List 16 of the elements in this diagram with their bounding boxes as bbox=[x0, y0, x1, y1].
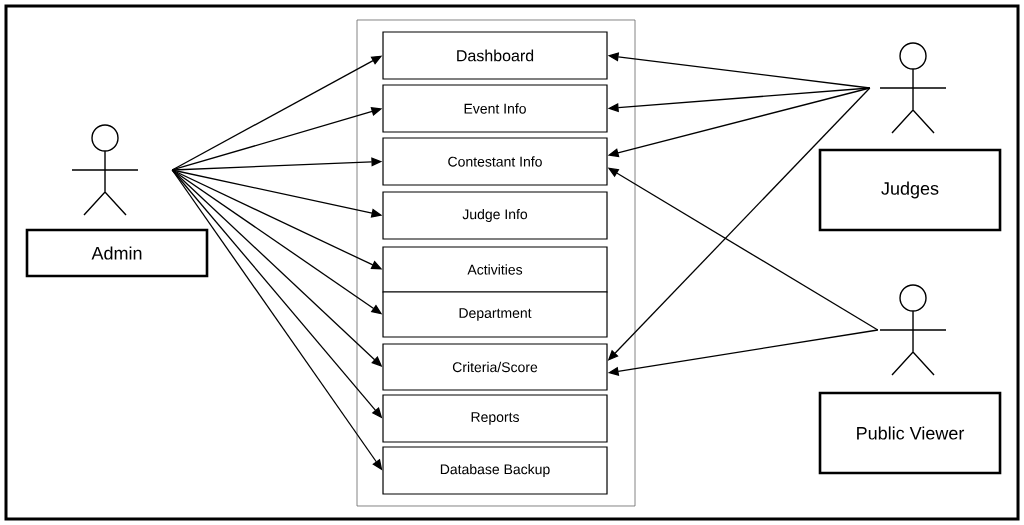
use-case-box: Database Backup bbox=[382, 446, 608, 495]
actor-label-box: Admin bbox=[25, 228, 209, 278]
use-case-box: Activities bbox=[382, 246, 608, 293]
use-case-box: Criteria/Score bbox=[382, 343, 608, 391]
system-boundary bbox=[356, 19, 636, 507]
use-case-box: Dashboard bbox=[382, 31, 608, 80]
use-case-box: Contestant Info bbox=[382, 137, 608, 186]
use-case-box: Event Info bbox=[382, 84, 608, 133]
actor-figure bbox=[71, 124, 139, 216]
actor-label-box: Judges bbox=[818, 148, 1002, 232]
use-case-box: Reports bbox=[382, 394, 608, 443]
use-case-box: Judge Info bbox=[382, 191, 608, 240]
actor-label-box: Public Viewer bbox=[818, 391, 1002, 475]
actor-figure bbox=[879, 42, 947, 134]
actor-figure bbox=[879, 284, 947, 376]
use-case-box: Department bbox=[382, 291, 608, 338]
